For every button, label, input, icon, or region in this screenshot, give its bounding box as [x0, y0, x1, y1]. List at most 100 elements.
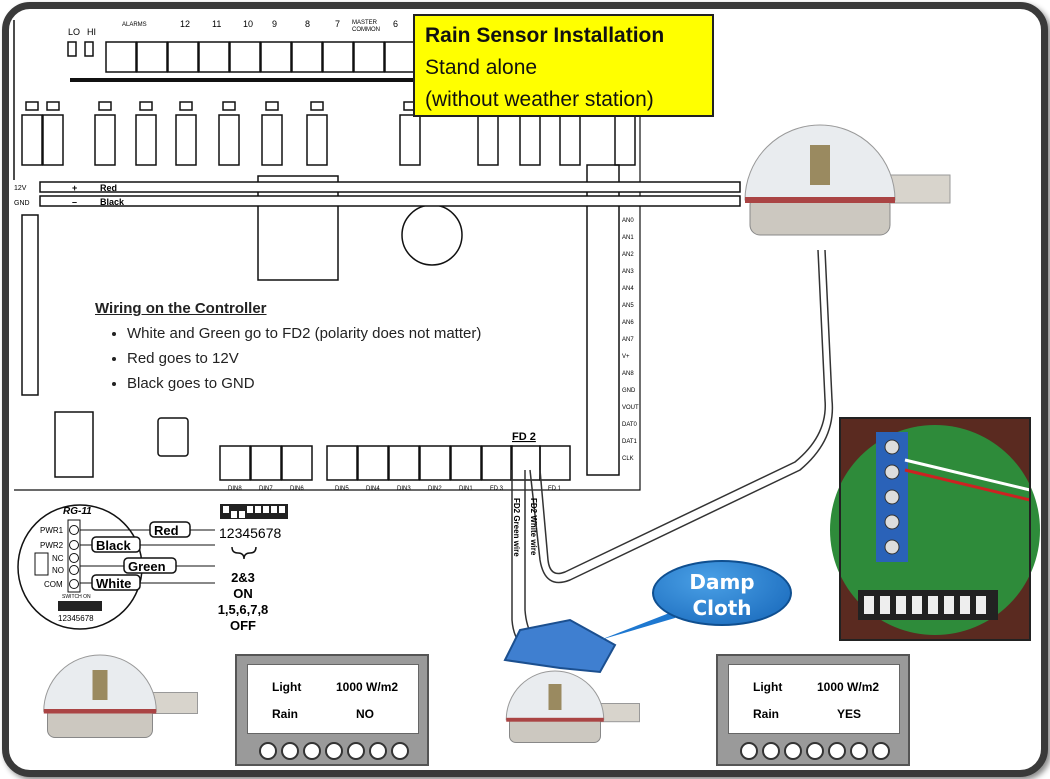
- display-button[interactable]: [325, 742, 343, 760]
- relay: [306, 114, 328, 166]
- terminal-block: [229, 41, 261, 73]
- display-button[interactable]: [369, 742, 387, 760]
- dip-note-line: 2&3: [231, 570, 255, 585]
- terminal-label: AN3: [622, 269, 634, 275]
- display-button[interactable]: [391, 742, 409, 760]
- rg11-circuit-board-photo: [830, 417, 1040, 641]
- zone-label: 8: [305, 19, 310, 29]
- terminal-label: AN7: [622, 337, 634, 343]
- display-button[interactable]: [740, 742, 758, 760]
- relay-jumper: [139, 101, 153, 111]
- display-button[interactable]: [872, 742, 890, 760]
- din-terminal-block: [357, 445, 389, 481]
- wire-tag: [91, 536, 141, 553]
- wiring-item: White and Green go to FD2 (polarity does…: [127, 321, 481, 346]
- zone-label: 12: [180, 19, 190, 29]
- terminal-label: AN1: [622, 235, 634, 241]
- terminal-block: [105, 41, 137, 73]
- screw-terminal: [69, 553, 79, 563]
- display-buttons: [740, 742, 890, 760]
- zone-label: 10: [243, 19, 253, 29]
- sensor-seal: [506, 717, 604, 722]
- display-button[interactable]: [806, 742, 824, 760]
- screw-terminal: [69, 579, 79, 589]
- display-button[interactable]: [303, 742, 321, 760]
- wire-label: Black: [96, 538, 131, 553]
- relay: [477, 114, 499, 166]
- dip-switch-toggle: [279, 506, 285, 513]
- alarms-label: ALARMS: [122, 22, 147, 28]
- wiring-item: Black goes to GND: [127, 371, 481, 396]
- terminal-label: V+: [622, 354, 630, 360]
- power-wires: 12V GND + – Red Black: [14, 181, 741, 207]
- hi-label: HI: [87, 27, 96, 37]
- relay: [519, 114, 541, 166]
- display-button[interactable]: [281, 742, 299, 760]
- display-button[interactable]: [259, 742, 277, 760]
- wiring-item: Red goes to 12V: [127, 346, 481, 371]
- dip-switch-toggle: [239, 511, 245, 518]
- relay: [94, 114, 116, 166]
- page-title: Rain Sensor Installation: [425, 24, 665, 47]
- terminal-block: [198, 41, 230, 73]
- title-box: Rain Sensor Installation Stand alone (wi…: [413, 14, 714, 117]
- relay-jumper: [25, 101, 39, 111]
- dip-switch-toggle: [247, 506, 253, 513]
- relay-jumper: [265, 101, 279, 111]
- display-button[interactable]: [828, 742, 846, 760]
- label-12v: 12V: [14, 185, 27, 192]
- rg11-model: RG-11: [63, 506, 92, 517]
- minus-sign: –: [72, 197, 77, 207]
- din-terminal-block: [419, 445, 451, 481]
- dip-switch-toggle: [231, 511, 237, 518]
- din-terminal-block: [219, 445, 251, 481]
- zone-label: 11: [212, 19, 221, 29]
- terminal-label: GND: [622, 388, 636, 394]
- rg11-switch-label: SWITCH ON: [62, 594, 91, 600]
- display-button[interactable]: [762, 742, 780, 760]
- rain-label: Rain: [753, 707, 780, 721]
- wire-label: Red: [154, 523, 179, 538]
- relay: [261, 114, 283, 166]
- relay-jumper: [310, 101, 324, 111]
- white-wire-label: FD2 White wire: [529, 498, 538, 556]
- wiring-instructions: Wiring on the Controller White and Green…: [95, 296, 481, 396]
- terminal-label: VOUT: [622, 405, 639, 411]
- rain-label: Rain: [272, 707, 299, 721]
- jumper: [67, 41, 77, 57]
- dip-switch: 12345678 2&3 ON 1,5,6,7,8 OFF: [218, 504, 288, 633]
- master-label: MASTER: [352, 20, 378, 26]
- relay-jumper: [179, 101, 193, 111]
- red-wire-label: Red: [100, 183, 117, 193]
- din-label: DIN5: [335, 486, 349, 492]
- wire-tag: [149, 521, 191, 538]
- terminal-block: [353, 41, 385, 73]
- din-terminal-block: [539, 445, 571, 481]
- label-gnd: GND: [14, 200, 30, 207]
- subtitle: (without weather station): [425, 88, 654, 111]
- zone-label: 6: [393, 19, 398, 29]
- dip-note-line: 1,5,6,7,8: [218, 602, 269, 617]
- display-button[interactable]: [784, 742, 802, 760]
- din-label: DIN1: [459, 486, 473, 492]
- terminal-label: DAT0: [622, 422, 638, 428]
- display-button[interactable]: [850, 742, 868, 760]
- terminal-block: [384, 41, 416, 73]
- display-button[interactable]: [347, 742, 365, 760]
- terminal-label: AN6: [622, 320, 634, 326]
- relay: [42, 114, 64, 166]
- wiring-heading: Wiring on the Controller: [95, 300, 267, 317]
- relay-jumper: [98, 101, 112, 111]
- relay: [218, 114, 240, 166]
- screw-terminal: [69, 525, 79, 535]
- terminal-label: COM: [44, 580, 63, 589]
- din-terminal-block: [388, 445, 420, 481]
- terminal-label: AN8: [622, 371, 634, 377]
- dip-note-line: OFF: [230, 618, 256, 633]
- din-label: FD 3: [490, 486, 504, 492]
- dip-switch-toggle: [223, 506, 229, 513]
- lo-label: LO: [68, 27, 80, 37]
- din-terminal-block: [450, 445, 482, 481]
- din-terminal-block: [281, 445, 313, 481]
- light-label: Light: [272, 680, 302, 694]
